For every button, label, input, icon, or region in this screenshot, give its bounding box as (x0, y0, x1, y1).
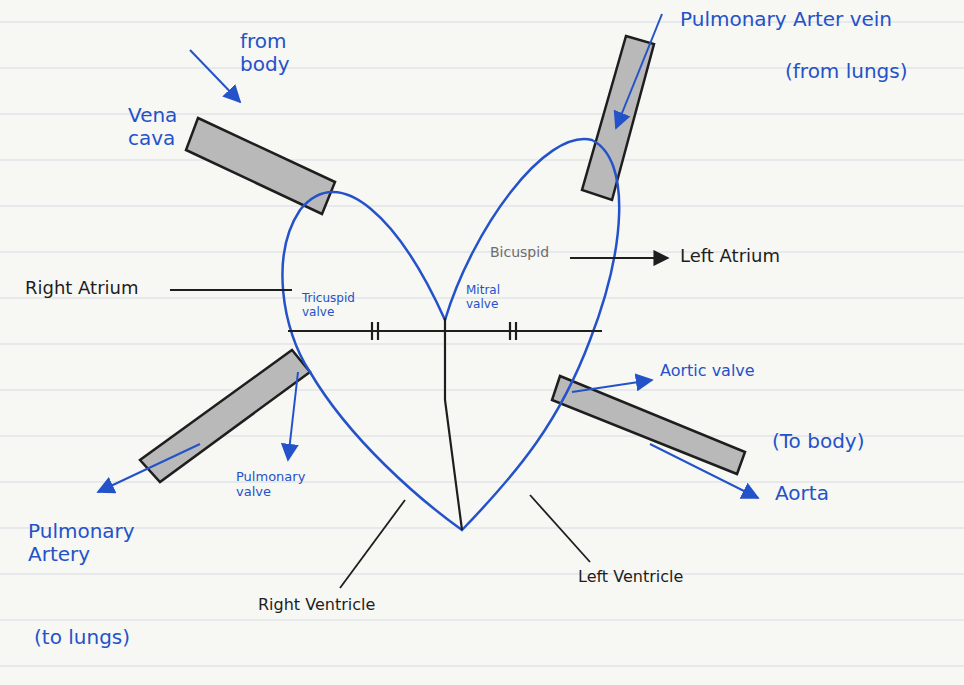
part-label: Mitral valve (466, 284, 510, 312)
part-label: Pulmonary valve (236, 470, 308, 500)
label-holder: Left Ventricle (578, 568, 683, 586)
part-label: (to lungs) (34, 626, 130, 649)
part-label: Pulmonary Artery (28, 520, 148, 566)
ruled-lines (0, 22, 964, 666)
part-label: Right Atrium (25, 278, 139, 299)
vessels (140, 36, 745, 482)
part-label: (To body) (772, 430, 864, 453)
label-holder: Tricuspid valve (302, 292, 368, 320)
label-holder: Mitral valve (466, 284, 510, 312)
label-holder: Right Ventricle (258, 596, 375, 614)
label-holder: Right Atrium (25, 278, 139, 299)
chamber-lines (288, 318, 602, 530)
label-holder: Pulmonary Arter vein (680, 8, 892, 31)
part-label: Aortic valve (660, 362, 755, 380)
part-label: Pulmonary Arter vein (680, 8, 892, 31)
label-holder: Bicuspid (490, 244, 549, 260)
label-holder: (to lungs) (34, 626, 130, 649)
part-label: (from lungs) (785, 60, 908, 83)
label-holder: Aortic valve (660, 362, 755, 380)
label-holder: Pulmonary Artery (28, 520, 148, 566)
part-label: Bicuspid (490, 244, 549, 260)
flow-arrows (98, 14, 758, 498)
part-label: Tricuspid valve (302, 292, 368, 320)
part-label: from body (240, 30, 310, 76)
heart-outline (282, 139, 619, 530)
label-holder: from body (240, 30, 310, 76)
part-label: Vena cava (128, 104, 190, 150)
part-label: Right Ventricle (258, 596, 375, 614)
leader-lines (170, 258, 668, 588)
label-holder: Left Atrium (680, 246, 780, 267)
part-label: Left Atrium (680, 246, 780, 267)
label-holder: (To body) (772, 430, 864, 453)
label-holder: Pulmonary valve (236, 470, 308, 500)
aorta (552, 376, 745, 474)
label-holder: Aorta (775, 482, 829, 505)
pulmonary-artery (140, 350, 310, 482)
part-label: Left Ventricle (578, 568, 683, 586)
part-label: Aorta (775, 482, 829, 505)
label-holder: (from lungs) (785, 60, 908, 83)
label-holder: Vena cava (128, 104, 190, 150)
